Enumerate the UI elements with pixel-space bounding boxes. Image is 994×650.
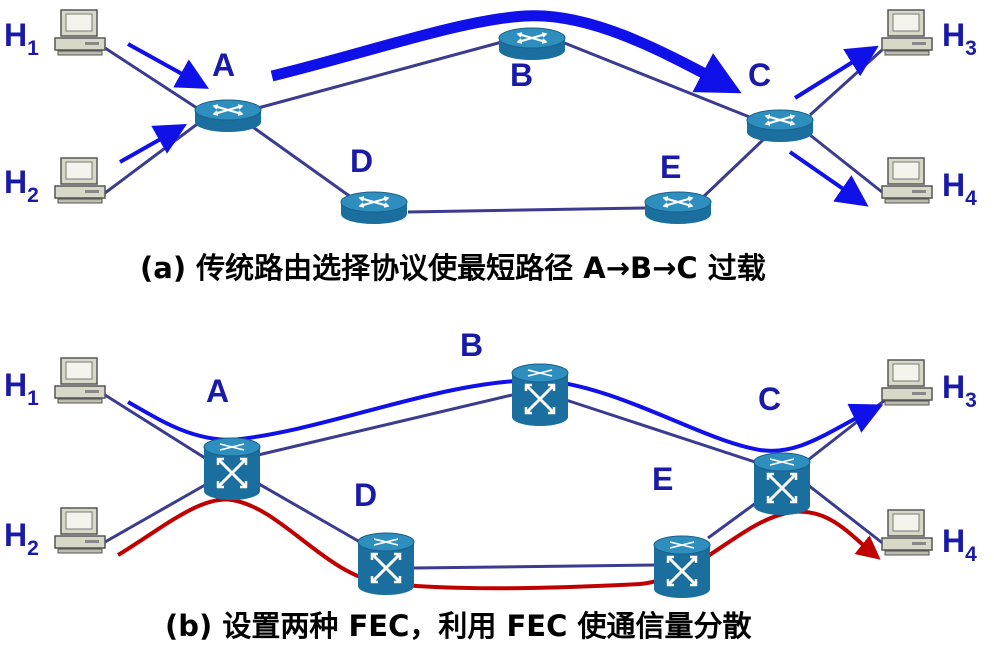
router-label-b: B (510, 57, 533, 93)
link-b-c-b (565, 398, 756, 464)
router-icon-c (746, 109, 814, 143)
link-a-d (249, 123, 356, 202)
host-icon-h3-b (881, 359, 933, 406)
fec-flow-red (116, 497, 881, 591)
router-icon-b (498, 27, 566, 61)
link-d-e-b (413, 563, 656, 570)
router-label-c: C (748, 57, 771, 93)
switch-label-d: D (354, 477, 377, 513)
host-icon-h4-b (881, 509, 933, 556)
switch-label-b: B (460, 327, 483, 363)
link-h2-a-b (104, 483, 206, 544)
switch-label-a: A (206, 373, 229, 409)
diagram-a: A B C D E H1 H2 H3 H4 (a) 传统路由选择协议使最短路径 … (4, 9, 977, 285)
link-e-c (698, 136, 767, 202)
overloaded-path-arrow (270, 10, 742, 94)
link-h2-a (104, 120, 201, 195)
switch-label-e: E (652, 461, 673, 497)
caption-b: (b) 设置两种 FEC，利用 FEC 使通信量分散 (165, 609, 751, 643)
host-label-h3-a: H3 (942, 17, 977, 60)
host-label-h2-b: H2 (4, 517, 39, 560)
router-icon-a (194, 99, 262, 133)
links-a (104, 40, 884, 214)
host-label-h1-a: H1 (4, 17, 39, 60)
host-icon-h3-a (881, 9, 933, 56)
caption-a: (a) 传统路由选择协议使最短路径 A→B→C 过载 (140, 251, 766, 285)
host-icon-h1-a (54, 9, 106, 56)
host-icon-h4-a (881, 157, 933, 204)
diagram-b: A B C D E H1 H2 H3 H4 (b) 设置两种 FEC，利用 FE… (4, 327, 977, 643)
host-label-h4-b: H4 (942, 523, 977, 566)
host-label-h2-a: H2 (4, 164, 39, 207)
flow-arrow-h4 (788, 150, 869, 207)
flow-arrow-h3 (793, 45, 879, 100)
host-label-h1-b: H1 (4, 367, 39, 410)
router-icon-d (340, 191, 408, 225)
flow-arrow-h2 (119, 124, 187, 164)
switch-icon-a (202, 436, 262, 502)
link-a-b-b (257, 393, 513, 457)
link-e-c-b (707, 498, 761, 540)
host-label-h4-a: H4 (942, 167, 977, 210)
switch-label-c: C (758, 381, 781, 417)
link-a-b (257, 40, 503, 110)
link-h1-a-b (104, 393, 206, 460)
host-icon-h1-b (54, 357, 106, 404)
link-a-d-b (251, 478, 361, 544)
flow-arrow-h1 (127, 42, 209, 89)
link-d-e (407, 206, 646, 214)
host-icon-h2-b (54, 507, 106, 554)
link-c-h4-b (807, 483, 886, 547)
router-label-a: A (212, 47, 235, 83)
router-label-d: D (350, 143, 373, 179)
switch-icon-b (510, 362, 570, 428)
link-c-h4 (809, 133, 883, 194)
switch-icon-d (356, 531, 416, 597)
link-b-c (561, 40, 753, 120)
host-icon-h2-a (54, 157, 106, 204)
link-h1-a (104, 46, 201, 112)
switch-icon-e (652, 534, 712, 600)
switch-icon-c (752, 451, 812, 517)
host-label-h3-b: H3 (942, 369, 977, 412)
router-label-e: E (660, 149, 681, 185)
flow-arrows-a (119, 10, 879, 207)
router-icon-e (644, 191, 712, 225)
